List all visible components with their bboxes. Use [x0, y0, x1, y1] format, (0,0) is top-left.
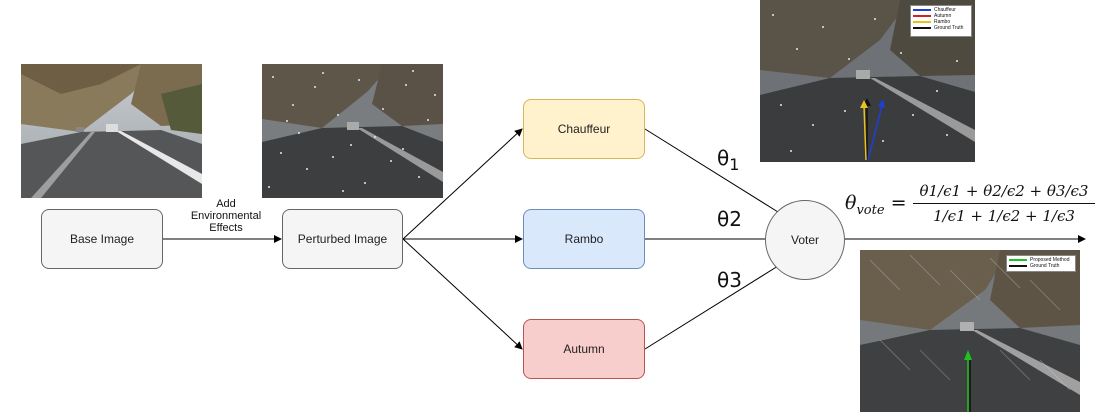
formula-numerator: θ1/ϵ1 + θ2/ϵ2 + θ3/ϵ3 [919, 182, 1089, 200]
legend-item: Proposed Method [1009, 257, 1073, 263]
legend-label: Chauffeur [934, 7, 956, 13]
formula-lhs: θvote = [845, 192, 907, 218]
formula-fraction-bar [913, 203, 1095, 204]
add-effects-line-3: Effects [209, 222, 243, 234]
legend-swatch [913, 9, 931, 11]
edge-perturbed-to-autumn [402, 238, 523, 350]
legend-swatch [913, 21, 931, 23]
chauffeur-result-photo [760, 0, 975, 162]
perturbed-image-label: Perturbed Image [297, 232, 388, 246]
legend-item: Ground Truth [913, 25, 969, 31]
chauffeur-node: Chauffeur [523, 99, 645, 159]
edge-perturbed-to-chauffeur [402, 128, 523, 240]
legend-item: Rambo [913, 19, 969, 25]
base-road-photo [21, 64, 202, 198]
theta-1-symbol: θ [717, 146, 730, 170]
voter-label: Voter [790, 233, 820, 247]
chauffeur-arrow [867, 105, 883, 161]
legend-item: Ground Truth [1009, 263, 1073, 269]
formula-theta: θ [845, 192, 857, 214]
legend-label: Autumn [934, 13, 952, 19]
chauffeur-label: Chauffeur [557, 122, 611, 136]
base-image-node: Base Image [41, 209, 163, 269]
legend-label: Ground Truth [934, 25, 964, 31]
chauffeur-photo-legend: Chauffeur Autumn Rambo Ground Truth [910, 5, 972, 37]
legend-swatch [913, 15, 931, 17]
legend-item: Chauffeur [913, 7, 969, 13]
rambo-node: Rambo [523, 209, 645, 269]
proposed-photo-legend: Proposed Method Ground Truth [1006, 255, 1076, 272]
legend-swatch [1009, 259, 1027, 261]
edge-autumn-to-voter [644, 265, 779, 350]
theta-2-label: θ2 [717, 207, 742, 231]
legend-label: Rambo [934, 19, 951, 25]
formula-equals: = [884, 192, 907, 214]
legend-label: Ground Truth [1030, 263, 1060, 269]
theta-1-subscript: 1 [729, 155, 740, 174]
legend-swatch [913, 27, 931, 29]
legend-swatch [1009, 265, 1027, 267]
vote-formula: θvote = θ1/ϵ1 + θ2/ϵ2 + θ3/ϵ3 1/ϵ1 + 1/ϵ… [845, 180, 1095, 230]
add-effects-line-2: Environmental [190, 210, 262, 222]
theta-1-label: θ1 [717, 146, 739, 174]
theta-3-label: θ3 [717, 268, 742, 292]
voter-node: Voter [765, 200, 845, 280]
rambo-arrow [863, 105, 867, 161]
autumn-label: Autumn [563, 342, 605, 356]
add-effects-label: Add Environmental Effects [186, 198, 266, 234]
rambo-label: Rambo [564, 232, 604, 246]
edge-chauffeur-to-voter [644, 128, 779, 213]
formula-denominator: 1/ϵ1 + 1/ϵ2 + 1/ϵ3 [933, 207, 1075, 225]
proposed-result-photo [860, 250, 1080, 412]
perturbed-road-photo [262, 64, 443, 198]
formula-fraction: θ1/ϵ1 + θ2/ϵ2 + θ3/ϵ3 1/ϵ1 + 1/ϵ2 + 1/ϵ3 [913, 180, 1095, 227]
add-effects-line-1: Add [216, 198, 236, 210]
base-image-label: Base Image [69, 232, 135, 246]
perturbed-image-node: Perturbed Image [282, 209, 403, 269]
autumn-node: Autumn [523, 319, 645, 379]
legend-item: Autumn [913, 13, 969, 19]
legend-label: Proposed Method [1030, 257, 1070, 263]
formula-subscript: vote [856, 202, 885, 218]
